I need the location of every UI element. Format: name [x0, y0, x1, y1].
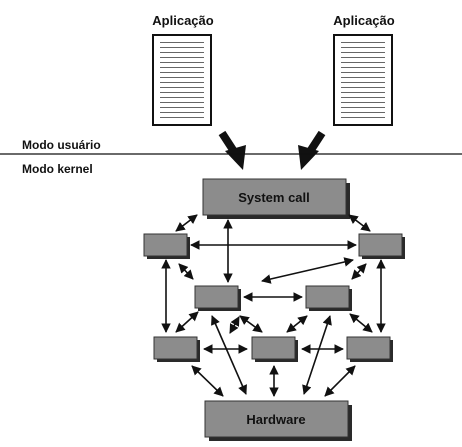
connector-arrow — [302, 315, 332, 395]
system-call-label: System call — [238, 190, 310, 205]
connector-arrows — [161, 214, 386, 397]
application-left: Aplicação — [152, 13, 214, 126]
application-right: Aplicação — [333, 13, 395, 126]
connector-arrow — [239, 315, 263, 333]
module-box-6 — [251, 336, 298, 362]
module-box-7 — [346, 336, 393, 362]
document-icon — [333, 34, 393, 126]
connector-arrow — [175, 311, 199, 333]
connector-arrow — [175, 214, 198, 232]
module-box-4 — [305, 285, 352, 311]
connector-arrow — [351, 263, 367, 280]
connector-arrow — [178, 263, 194, 280]
kernel-mode-label: Modo kernel — [22, 162, 93, 176]
document-icon — [152, 34, 212, 126]
user-mode-label: Modo usuário — [22, 138, 101, 152]
module-box-5 — [153, 336, 200, 362]
hardware-box: Hardware — [204, 400, 352, 441]
application-right-label: Aplicação — [333, 13, 394, 28]
module-box-2 — [358, 233, 405, 259]
application-left-label: Aplicação — [152, 13, 213, 28]
connector-arrow — [261, 257, 354, 284]
connector-arrow — [286, 315, 308, 333]
connector-arrow — [348, 214, 371, 232]
arrow-left-to-system-call — [218, 130, 246, 170]
arrow-right-to-system-call — [298, 130, 326, 170]
system-call-box: System call — [202, 178, 350, 219]
connector-arrow — [211, 315, 247, 395]
hardware-label: Hardware — [246, 412, 305, 427]
module-box-3 — [194, 285, 241, 311]
connector-arrow — [229, 316, 240, 334]
connector-arrow — [191, 365, 224, 397]
module-box-1 — [143, 233, 190, 259]
connector-arrow — [324, 365, 356, 397]
connector-arrow — [349, 313, 373, 333]
